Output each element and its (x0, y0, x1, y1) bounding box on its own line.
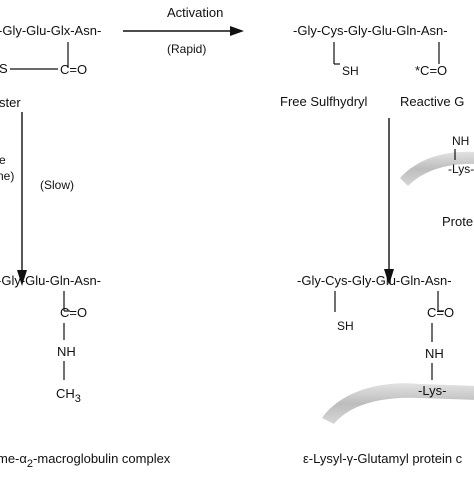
approach-lys: -Lys- (448, 162, 474, 176)
slow-arrow: e ne) (Slow) (0, 112, 74, 286)
bottom-left-ch3: CH3 (56, 386, 81, 405)
protein-arrow (384, 118, 394, 285)
approach-label: Prote (442, 214, 473, 229)
bottom-right-carbonyl: C=O (427, 305, 454, 320)
top-left-s: S (0, 61, 8, 76)
protein-arrow-head (384, 269, 394, 285)
methylamine-complex: -Gly-Glu-Gln-Asn- C=O NH CH3 me-α2-macro… (0, 273, 171, 470)
bottom-left-carbonyl: C=O (60, 305, 87, 320)
bottom-right-nh: NH (425, 346, 444, 361)
top-right-carbonyl: *C=O (415, 63, 447, 78)
bottom-right-chain: -Gly-Cys-Gly-Glu-Gln-Asn- (297, 273, 452, 288)
thiol-ester-structure: -Gly-Glu-Glx-Asn- S C=O ster (0, 23, 101, 110)
bottom-right-lys: -Lys- (418, 383, 446, 398)
top-right-sh: SH (342, 64, 359, 78)
activation-rate: (Rapid) (167, 42, 206, 56)
top-right-chain: -Gly-Cys-Gly-Glu-Gln-Asn- (293, 23, 448, 38)
protein-band-upper (400, 151, 474, 186)
bottom-right-caption: ε-Lysyl-γ-Glutamyl protein c (303, 451, 463, 466)
top-left-label: ster (0, 95, 21, 110)
approach-nh: NH (452, 134, 469, 148)
activation-arrow: Activation (Rapid) (123, 5, 244, 56)
bottom-left-chain: -Gly-Glu-Gln-Asn- (0, 273, 101, 288)
slow-arrow-rate: (Slow) (40, 178, 74, 192)
free-sulfhydryl-label: Free Sulfhydryl (280, 94, 368, 109)
protein-band-lower (322, 383, 474, 424)
activated-structure: -Gly-Cys-Gly-Glu-Gln-Asn- SH *C=O Free S… (280, 23, 464, 109)
slow-arrow-frag2: ne) (0, 169, 14, 183)
bottom-left-caption: me-α2-macroglobulin complex (0, 451, 171, 470)
top-left-chain: -Gly-Glu-Glx-Asn- (0, 23, 101, 38)
bottom-right-sh: SH (337, 319, 354, 333)
top-left-carbonyl: C=O (60, 62, 87, 77)
bottom-left-nh: NH (57, 344, 76, 359)
activation-arrow-head (230, 26, 244, 36)
isopeptide-product: -Gly-Cys-Gly-Glu-Gln-Asn- SH C=O NH -Lys… (297, 273, 474, 466)
reactive-glutamyl-label: Reactive G (400, 94, 464, 109)
approaching-protein: NH -Lys- Prote (400, 134, 474, 229)
slow-arrow-head (17, 270, 27, 286)
slow-arrow-frag1: e (0, 153, 6, 167)
activation-label: Activation (167, 5, 223, 20)
